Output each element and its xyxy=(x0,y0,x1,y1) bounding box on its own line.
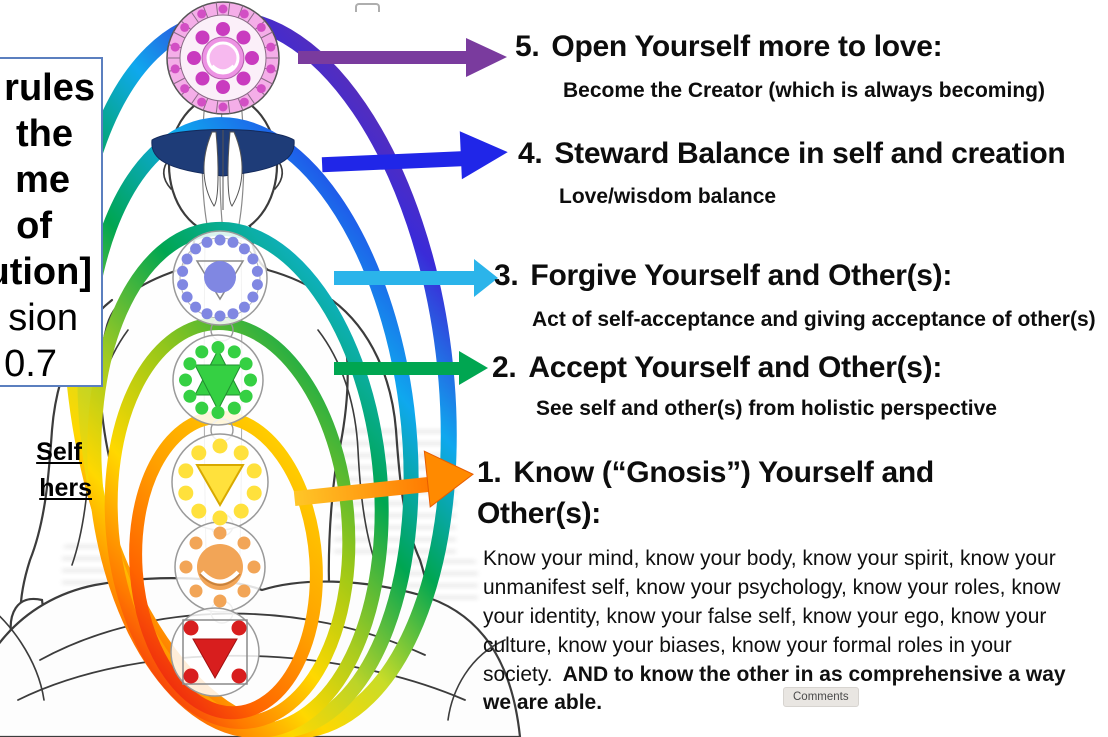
step-5-number: 5. xyxy=(515,30,540,63)
left-box-line: ution] xyxy=(0,251,92,293)
step-1-paragraph-line: society.AND to know the other in as comp… xyxy=(483,663,1066,686)
heart-chakra xyxy=(172,334,264,426)
arrows xyxy=(293,38,508,508)
comments-button[interactable]: Comments xyxy=(783,687,859,707)
figure-legs xyxy=(0,577,522,737)
step-2-subtitle: See self and other(s) from holistic pers… xyxy=(536,397,997,420)
step-1-paragraph-line: unmanifest self, know your psychology, k… xyxy=(483,576,1061,599)
step-5-subtitle: Become the Creator (which is always beco… xyxy=(563,79,1045,102)
left-text-box: 5 rules the me of ution] sion 0.7 xyxy=(0,57,103,387)
left-box-line: sion xyxy=(8,297,78,339)
label-self: Self xyxy=(36,438,82,466)
ring-3-throat xyxy=(87,221,389,737)
throat-chakra xyxy=(172,230,268,326)
left-box-line: of xyxy=(16,205,52,247)
step-1-paragraph-line: we are able. xyxy=(483,691,603,714)
root-chakra xyxy=(170,607,260,697)
step-1-paragraph-line: your identity, know your false self, kno… xyxy=(483,605,1047,628)
step-1-number: 1. xyxy=(477,456,502,489)
label-others: hers xyxy=(39,474,92,502)
arrow-3 xyxy=(334,259,498,297)
crown-chakra xyxy=(166,1,280,115)
chakra-column xyxy=(151,1,295,697)
step-1-paragraph-line: Know your mind, know your body, know you… xyxy=(483,547,1056,570)
arrow-1 xyxy=(293,450,474,508)
step-3-title: 3.Forgive Yourself and Other(s): xyxy=(494,259,953,292)
left-box-line: 5 rules xyxy=(0,67,95,109)
left-box-line: the xyxy=(16,113,73,155)
step-3-number: 3. xyxy=(494,259,519,292)
step-1-paragraph-line: culture, know your biases, know your for… xyxy=(483,634,1012,657)
step-2-title: 2.Accept Yourself and Other(s): xyxy=(492,351,943,384)
step-4-number: 4. xyxy=(518,137,543,170)
step-2-number: 2. xyxy=(492,351,517,384)
arrow-5 xyxy=(298,38,507,77)
step-5-title: 5.Open Yourself more to love: xyxy=(515,30,943,63)
arrow-4 xyxy=(321,131,508,180)
step-4-subtitle: Love/wisdom balance xyxy=(559,185,777,208)
step-4-title: 4.Steward Balance in self and creation xyxy=(518,137,1066,170)
arrow-2 xyxy=(334,351,488,385)
step-3-subtitle: Act of self-acceptance and giving accept… xyxy=(532,308,1096,331)
rotation-handle-icon[interactable] xyxy=(355,3,380,12)
third-eye-chakra xyxy=(151,129,295,210)
step-1-title: 1.Know (“Gnosis”) Yourself and Other(s): xyxy=(477,456,934,531)
left-box-line: me xyxy=(15,159,70,201)
left-box-line: 0.7 xyxy=(4,343,57,385)
